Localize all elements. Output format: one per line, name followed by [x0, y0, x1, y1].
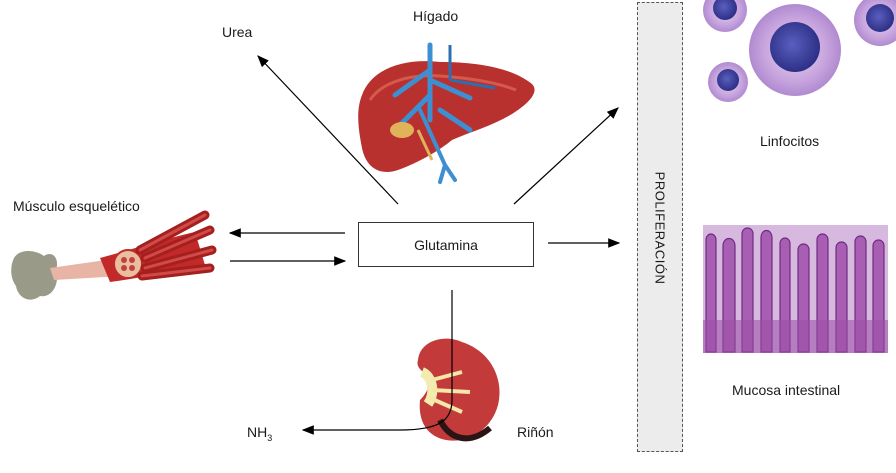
glutamine-label: Glutamina [414, 236, 478, 253]
proliferation-label: PROLIFERACIÓN [652, 171, 668, 285]
nh3-label: NH3 [247, 424, 272, 443]
liver-illustration [358, 42, 535, 184]
nh3-subscript: 3 [267, 432, 273, 443]
urea-label: Urea [222, 24, 253, 40]
mucosa-label: Mucosa intestinal [732, 382, 841, 398]
kidney-label: Riñón [517, 424, 554, 440]
kidney-illustration [417, 338, 500, 442]
arrow-to-urea [257, 55, 399, 205]
glutamine-box: Glutamina [358, 222, 534, 267]
intestinal-mucosa-illustration [703, 225, 888, 353]
muscle-illustration [11, 210, 217, 300]
arrow-to-lymphocytes [513, 107, 619, 205]
arrow-to-nh3 [301, 290, 453, 435]
arrows [228, 55, 621, 435]
lymphocytes-illustration [703, 0, 896, 102]
nh3-text: NH [247, 424, 268, 440]
lymphocytes-label: Linfocitos [760, 133, 820, 149]
liver-label: Hígado [413, 8, 459, 24]
muscle-label: Músculo esquelético [13, 198, 140, 214]
proliferation-panel: PROLIFERACIÓN [637, 2, 683, 452]
